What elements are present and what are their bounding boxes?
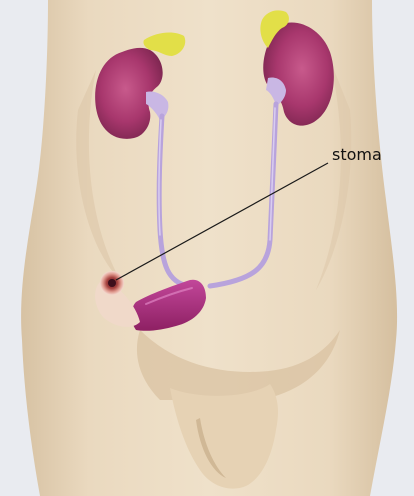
stoma-label: stoma — [332, 145, 382, 165]
stoma-opening — [108, 279, 116, 287]
